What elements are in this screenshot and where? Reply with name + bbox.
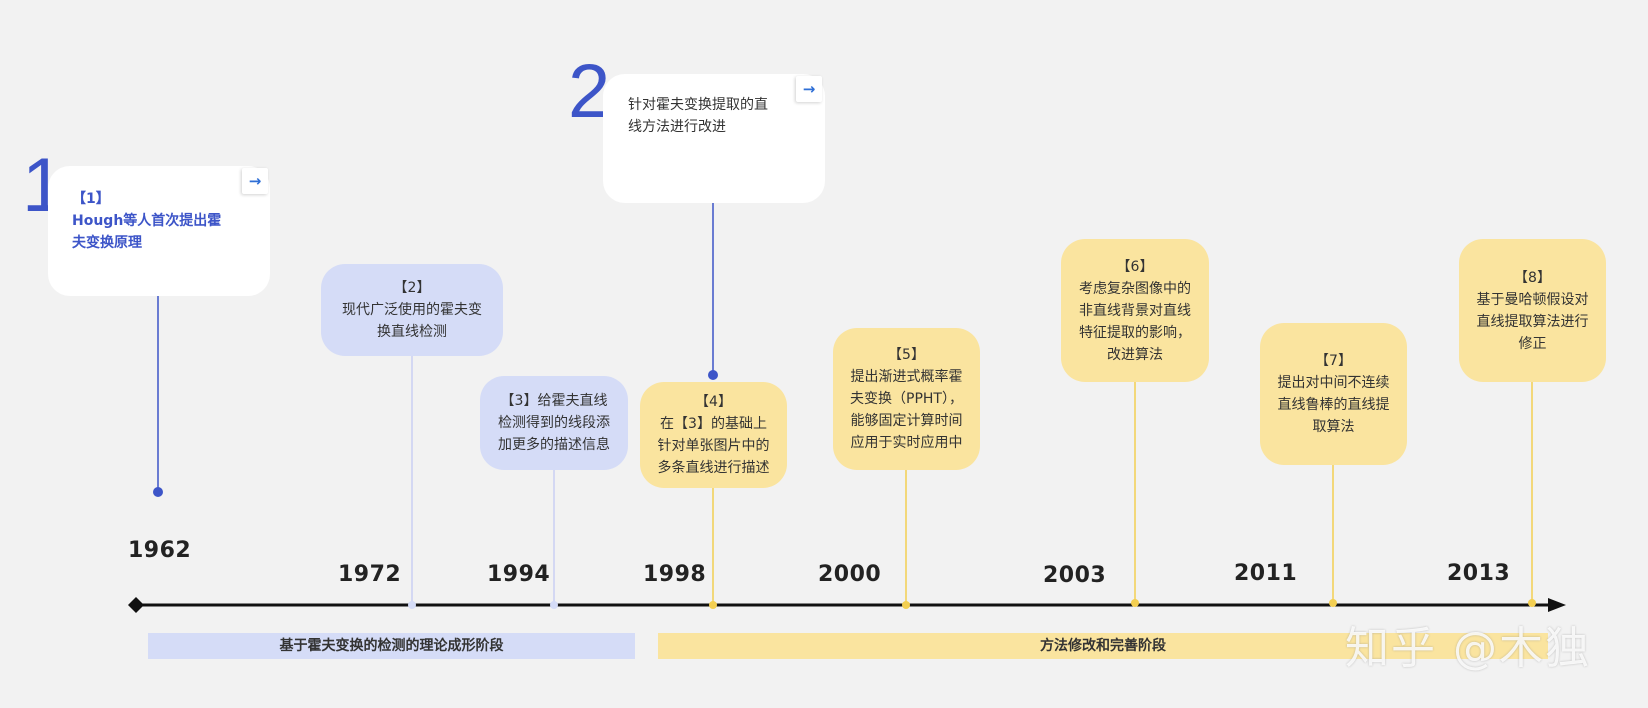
event-card-1[interactable]: 【1】 Hough等人首次提出霍 夫变换原理 (48, 166, 270, 296)
event-card-6[interactable]: 【6】 考虑复杂图像中的 非直线背景对直线 特征提取的影响， 改进算法 (1061, 239, 1209, 382)
year-label-2003: 2003 (1043, 563, 1107, 588)
timeline-axis-arrowhead (1548, 598, 1566, 612)
event-card-3[interactable]: 【3】给霍夫直线 检测得到的线段添 加更多的描述信息 (480, 376, 628, 470)
top-note-card[interactable]: 针对霍夫变换提取的直 线方法进行改进 (603, 74, 825, 203)
event-card-2-text: 【2】 现代广泛使用的霍夫变 换直线检测 (342, 280, 482, 340)
event-card-8-text: 【8】 基于曼哈顿假设对 直线提取算法进行 修正 (1476, 269, 1589, 352)
axis-marker-2011 (1329, 599, 1337, 607)
event-card-1-link-icon[interactable]: → (242, 168, 268, 194)
year-label-2000: 2000 (818, 562, 882, 587)
year-label-1962: 1962 (128, 538, 192, 563)
year-label-2011: 2011 (1234, 561, 1298, 586)
event-card-1-text: 【1】 Hough等人首次提出霍 夫变换原理 (72, 191, 222, 251)
top-note-link-icon[interactable]: → (796, 76, 822, 102)
year-label-1998: 1998 (643, 562, 707, 587)
axis-marker-2003 (1131, 599, 1139, 607)
top-note-text: 针对霍夫变换提取的直 线方法进行改进 (628, 97, 768, 135)
year-label-1972: 1972 (338, 562, 402, 587)
timeline-axis-start-diamond (128, 597, 144, 613)
event-card-4[interactable]: 【4】 在【3】的基础上 针对单张图片中的 多条直线进行描述 (640, 382, 787, 488)
zhihu-watermark: 知乎 @木独 (1345, 623, 1591, 674)
phase-bar-improvement: 方法修改和完善阶段 (658, 633, 1548, 659)
event-card-4-text: 【4】 在【3】的基础上 针对单张图片中的 多条直线进行描述 (657, 394, 770, 476)
axis-marker-1972 (408, 601, 416, 609)
axis-marker-1998 (709, 601, 717, 609)
axis-marker-2013 (1528, 599, 1536, 607)
axis-marker-2000 (902, 601, 910, 609)
event-card-8[interactable]: 【8】 基于曼哈顿假设对 直线提取算法进行 修正 (1459, 239, 1606, 382)
event-card-3-text: 【3】给霍夫直线 检测得到的线段添 加更多的描述信息 (498, 393, 610, 453)
event-card-5[interactable]: 【5】 提出渐进式概率霍 夫变换（PPHT）， 能够固定计算时间 应用于实时应用… (833, 328, 980, 470)
connector-1-dot (153, 487, 163, 497)
event-card-7-text: 【7】 提出对中间不连续 直线鲁棒的直线提 取算法 (1277, 353, 1390, 435)
event-card-7[interactable]: 【7】 提出对中间不连续 直线鲁棒的直线提 取算法 (1260, 323, 1407, 465)
event-card-6-text: 【6】 考虑复杂图像中的 非直线背景对直线 特征提取的影响， 改进算法 (1079, 258, 1191, 363)
phase-bar-theory: 基于霍夫变换的检测的理论成形阶段 (148, 633, 635, 659)
year-label-2013: 2013 (1447, 561, 1511, 586)
axis-marker-1994 (550, 601, 558, 609)
event-card-2[interactable]: 【2】 现代广泛使用的霍夫变 换直线检测 (321, 264, 503, 356)
year-label-1994: 1994 (487, 562, 551, 587)
event-card-5-text: 【5】 提出渐进式概率霍 夫变换（PPHT）， 能够固定计算时间 应用于实时应用… (850, 347, 963, 451)
connector-top-note-dot (708, 370, 718, 380)
